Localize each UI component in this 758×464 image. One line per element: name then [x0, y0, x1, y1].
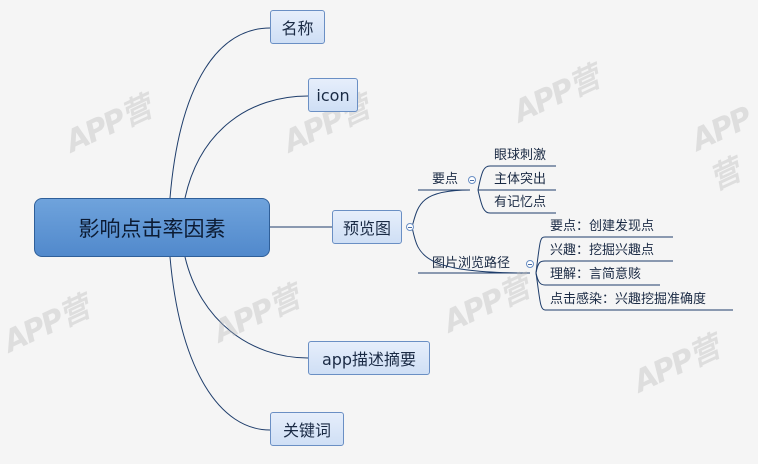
collapse-icon[interactable]	[406, 223, 414, 231]
subtopic-browse-path[interactable]: 图片浏览路径	[432, 256, 511, 271]
collapse-icon[interactable]	[526, 260, 534, 268]
connector-browse-path	[411, 226, 531, 274]
topic-description[interactable]: app描述摘要	[308, 341, 430, 375]
connector-keywords	[169, 256, 271, 431]
connector-key-points	[411, 189, 471, 228]
topic-icon[interactable]: icon	[308, 78, 358, 112]
browse-path-item[interactable]: 要点：创建发现点	[550, 219, 655, 234]
key-point-item[interactable]: 眼球刺激	[494, 148, 547, 163]
subtopic-key-points[interactable]: 要点	[432, 172, 459, 187]
connector-description	[184, 256, 309, 359]
topic-name[interactable]: 名称	[270, 10, 325, 44]
connector-icon	[184, 95, 309, 199]
key-point-item[interactable]: 有记忆点	[494, 195, 547, 210]
browse-path-item[interactable]: 兴趣：挖掘兴趣点	[550, 243, 655, 258]
browse-path-item[interactable]: 理解：言简意赅	[550, 267, 642, 282]
topic-preview[interactable]: 预览图	[332, 210, 402, 244]
root-topic[interactable]: 影响点击率因素	[34, 198, 270, 257]
topic-keywords[interactable]: 关键词	[270, 412, 344, 446]
browse-path-item[interactable]: 点击感染：兴趣挖掘准确度	[550, 292, 707, 307]
collapse-icon[interactable]	[468, 176, 476, 184]
connector-name	[169, 27, 271, 199]
key-point-item[interactable]: 主体突出	[494, 172, 547, 187]
